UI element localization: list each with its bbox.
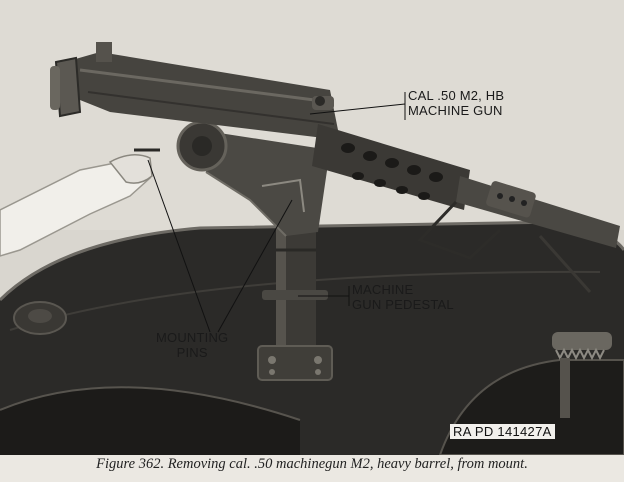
leader-pins-2: [217, 199, 293, 333]
gun-cradle: [176, 120, 330, 237]
operator-arm: [0, 148, 160, 257]
receiver: [50, 42, 340, 140]
callout-pedestal-line1: MACHINE: [352, 282, 414, 297]
spring-assembly: [552, 332, 612, 418]
hatch-lower: [0, 387, 300, 455]
leader-pins-1: [147, 159, 211, 333]
callout-machine-gun-line2: MACHINE GUN: [408, 103, 503, 118]
callout-machine-gun-line1: CAL .50 M2, HB: [408, 88, 505, 103]
callout-machine-gun: CAL .50 M2, HB MACHINE GUN: [408, 88, 504, 118]
callout-pins-line2: PINS: [176, 345, 208, 360]
barrel: [312, 124, 620, 293]
callout-pins-line1: MOUNTING: [156, 330, 229, 345]
leader-gun: [309, 103, 406, 115]
callout-leaders: [147, 92, 406, 333]
callout-machine-gun-pedestal: MACHINE GUN PEDESTAL: [352, 282, 454, 312]
machine-gun-photo: [0, 0, 624, 455]
ident-stamp: RA PD 141427A: [450, 424, 555, 439]
figure-caption: Figure 362. Removing cal. .50 machinegun…: [96, 456, 528, 472]
pedestal: [257, 228, 333, 381]
callout-mounting-pins: MOUNTING PINS: [156, 330, 228, 360]
callout-pedestal-line2: GUN PEDESTAL: [352, 297, 454, 312]
